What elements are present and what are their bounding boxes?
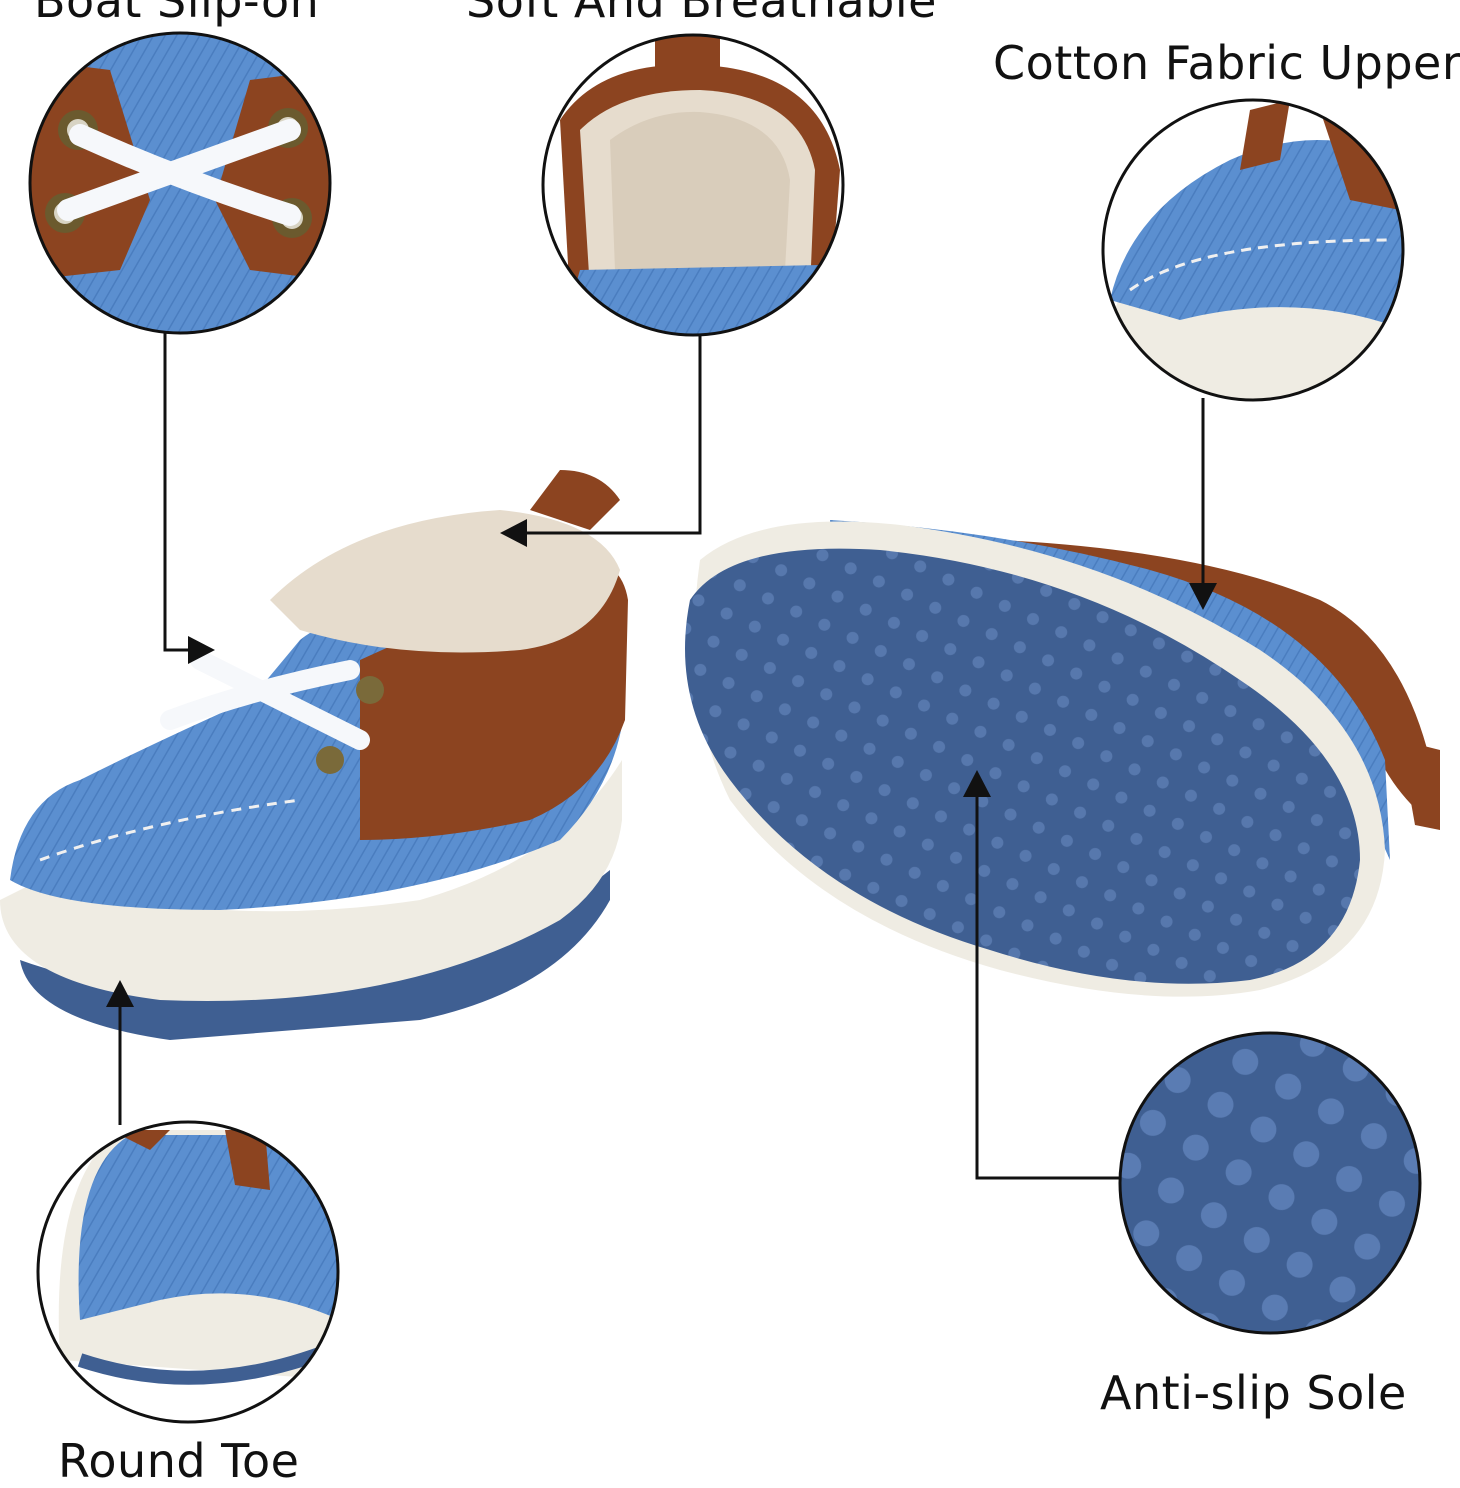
right-shoe-image bbox=[685, 520, 1440, 997]
leader-line-boat bbox=[163, 333, 190, 652]
left-shoe-image bbox=[0, 470, 628, 1040]
arrowhead-cotton bbox=[1189, 583, 1217, 610]
feature-label-cotton-upper: Cotton Fabric Upper bbox=[993, 36, 1460, 90]
arrowhead-boat bbox=[188, 636, 215, 664]
arrowhead-soft bbox=[500, 519, 527, 547]
feature-label-boat-slip-on: Boat Slip-on bbox=[34, 0, 320, 28]
detail-circle-cotton bbox=[1103, 100, 1403, 400]
detail-circle-sole bbox=[1120, 1033, 1420, 1333]
leader-line-anti bbox=[975, 795, 1120, 1180]
detail-circle-lining bbox=[543, 35, 843, 335]
feature-label-anti-slip-sole: Anti-slip Sole bbox=[1100, 1366, 1407, 1420]
feature-label-round-toe: Round Toe bbox=[58, 1434, 300, 1488]
detail-circle-toe bbox=[38, 1122, 338, 1422]
feature-label-soft-breathable: Soft And Breathable bbox=[466, 0, 937, 28]
detail-circle-laces bbox=[30, 33, 330, 333]
arrowhead-anti bbox=[963, 770, 991, 797]
arrowhead-round bbox=[106, 980, 134, 1007]
leader-line-soft bbox=[525, 335, 702, 535]
